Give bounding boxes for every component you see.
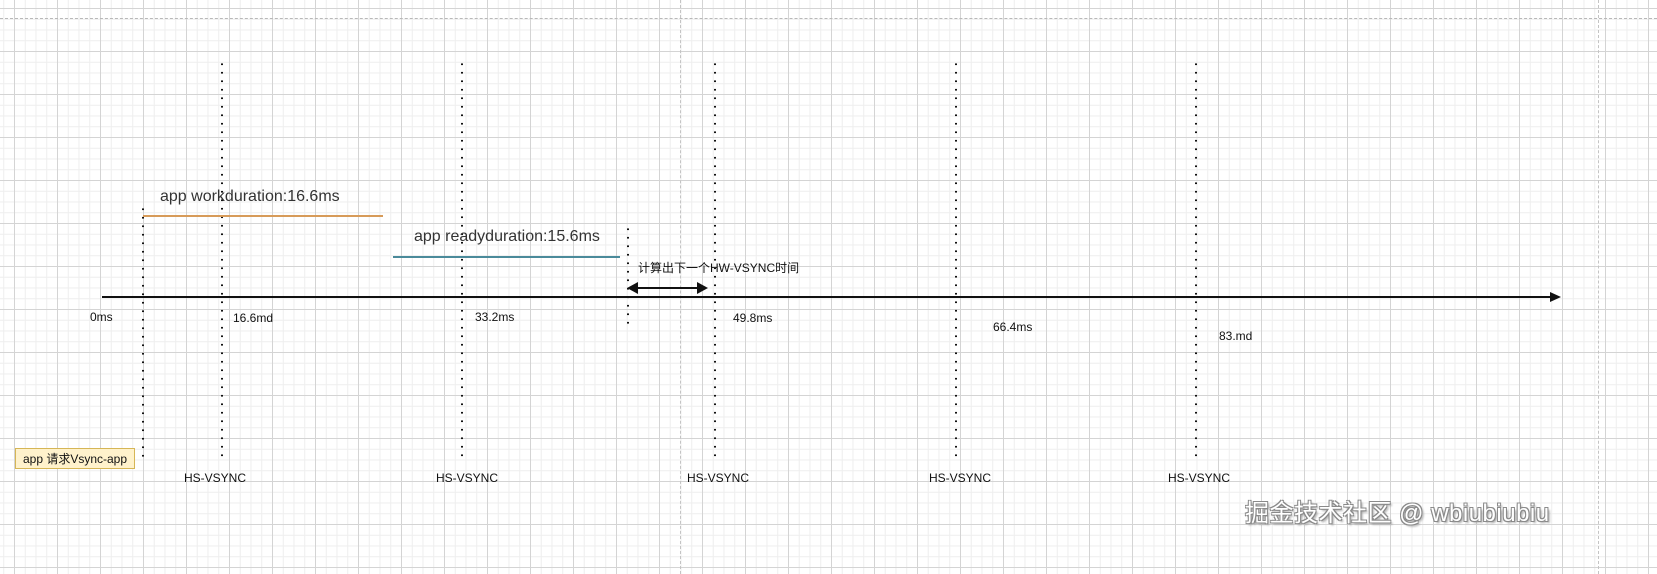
ready-duration-line[interactable] <box>393 256 620 258</box>
vsync-request-marker-line[interactable] <box>142 205 144 458</box>
tick-label-16-6ms: 16.6md <box>233 311 274 325</box>
work-duration-label: app workduration:16.6ms <box>160 188 340 205</box>
hs-vsync-line-1[interactable] <box>221 60 223 458</box>
time-axis[interactable] <box>102 296 1552 298</box>
page-break-vertical-2 <box>1598 0 1599 574</box>
hs-vsync-line-3[interactable] <box>714 60 716 458</box>
arrow-right-icon <box>697 282 708 294</box>
hs-vsync-line-4[interactable] <box>955 60 957 458</box>
hs-vsync-label-5: HS-VSYNC <box>1168 471 1231 485</box>
app-request-vsync-label: app 请求Vsync-app <box>22 452 128 466</box>
app-request-vsync-box[interactable]: app 请求Vsync-app <box>15 448 135 469</box>
tick-label-0ms: 0ms <box>90 310 113 324</box>
watermark: 掘金技术社区 @ wbiubiubiu <box>1245 500 1550 527</box>
hs-vsync-label-3: HS-VSYNC <box>687 471 750 485</box>
arrow-left-icon <box>627 282 638 294</box>
work-duration-line[interactable] <box>143 215 383 217</box>
time-axis-arrowhead-icon <box>1550 292 1561 302</box>
hs-vsync-label-2: HS-VSYNC <box>436 471 499 485</box>
ready-duration-label: app readyduration:15.6ms <box>414 228 600 245</box>
compute-interval-double-arrow[interactable] <box>627 282 708 294</box>
tick-label-66-4ms: 66.4ms <box>993 320 1033 334</box>
hs-vsync-label-4: HS-VSYNC <box>929 471 992 485</box>
hs-vsync-label-1: HS-VSYNC <box>184 471 247 485</box>
tick-label-49-8ms: 49.8ms <box>733 311 773 325</box>
hs-vsync-line-2[interactable] <box>461 60 463 458</box>
hs-vsync-line-5[interactable] <box>1195 60 1197 458</box>
compute-marker-line[interactable] <box>627 225 629 325</box>
tick-label-33-2ms: 33.2ms <box>475 310 515 324</box>
tick-label-83ms: 83.md <box>1219 329 1253 343</box>
page-break-horizontal <box>0 18 1657 19</box>
compute-next-hw-vsync-label: 计算出下一个HW-VSYNC时间 <box>638 261 800 275</box>
